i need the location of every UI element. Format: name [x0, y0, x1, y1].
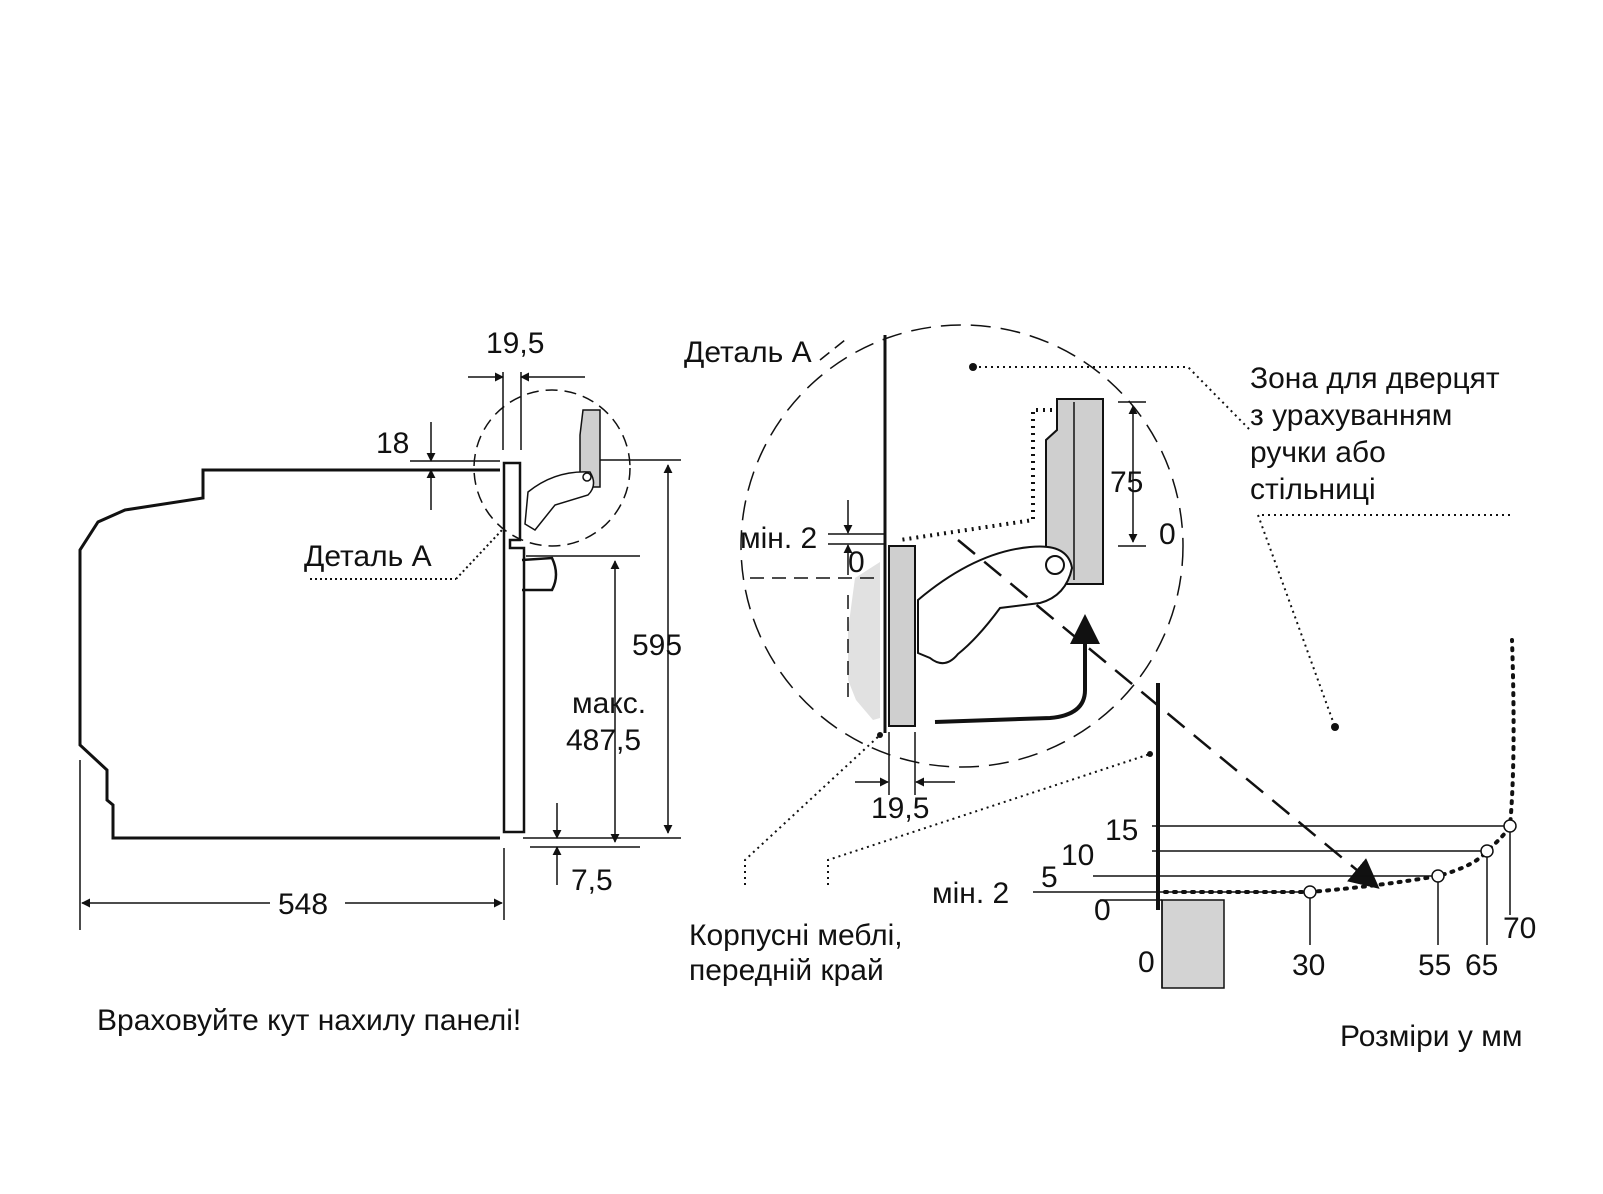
label-cabinet-line1: Корпусні меблі, — [689, 919, 903, 952]
worktop-block — [1161, 899, 1225, 989]
door-zone-callout: Зона для дверцят з урахуванням ручки або… — [969, 362, 1510, 731]
graph-x-label-30: 30 — [1292, 949, 1325, 982]
label-zero-detail-right: 0 — [1159, 518, 1176, 551]
oven-door — [502, 461, 526, 834]
label-door-zone-line1: Зона для дверцят — [1250, 362, 1500, 395]
opening-arrow — [934, 614, 1100, 724]
graph-y-label-0: 0 — [1094, 894, 1111, 927]
door-swing-outline — [899, 408, 1052, 542]
clearance-graph: 15 10 5 мін. 2 0 0 30 55 65 70 — [932, 638, 1536, 989]
label-detail-a-side: Деталь A — [304, 540, 432, 573]
detail-a-labels: Деталь A мін. 2 0 75 0 19,5 Корпусні меб… — [684, 336, 1176, 987]
label-487-5: 487,5 — [566, 724, 641, 757]
label-min-2-detail: мін. 2 — [740, 522, 817, 555]
graph-y-label-15: 15 — [1105, 814, 1138, 847]
oven-body-outline — [78, 468, 500, 840]
label-cabinet-line2: передній край — [689, 954, 884, 987]
label-door-zone-line3: ручки або — [1250, 436, 1386, 469]
label-19-5-bottom: 19,5 — [871, 792, 929, 825]
detail-a-circle — [740, 324, 1184, 768]
label-595: 595 — [632, 629, 682, 662]
footer-note: Враховуйте кут нахилу панелі! — [97, 1004, 521, 1037]
label-detail-a-title: Деталь A — [684, 336, 812, 369]
cabinet-shaded-area — [848, 562, 880, 720]
side-view — [78, 372, 681, 930]
graph-x-label-55: 55 — [1418, 949, 1451, 982]
label-18: 18 — [376, 427, 409, 460]
label-75: 75 — [1110, 466, 1143, 499]
side-view-labels: 19,5 18 Деталь A 595 макс. 487,5 7,5 548 — [278, 327, 682, 921]
label-max: макс. — [572, 687, 646, 720]
hinge-pivot — [1045, 555, 1065, 575]
detail-a-callout-small — [310, 389, 631, 580]
graph-y-label-min2: мін. 2 — [932, 877, 1009, 910]
graph-y-label-10: 10 — [1061, 839, 1094, 872]
footer: Враховуйте кут нахилу панелі! Розміри у … — [97, 1004, 1522, 1053]
mini-hinge-arm — [524, 471, 595, 531]
label-zero-detail: 0 — [848, 546, 865, 579]
graph-y-label-5: 5 — [1041, 861, 1058, 894]
side-view-dimensions — [81, 372, 673, 908]
label-door-zone-line4: стільниці — [1250, 473, 1376, 506]
label-548: 548 — [278, 888, 328, 921]
graph-x-label-0: 0 — [1138, 946, 1155, 979]
oven-handle — [521, 556, 558, 592]
door-swing-diagonal — [957, 539, 1380, 889]
label-19-5-top: 19,5 — [486, 327, 544, 360]
label-7-5: 7,5 — [571, 864, 613, 897]
hinge-arm — [917, 545, 1074, 665]
door-panel — [888, 545, 916, 727]
graph-x-label-65: 65 — [1465, 949, 1498, 982]
label-door-zone-line2: з урахуванням — [1250, 399, 1452, 432]
detail-a-view — [740, 324, 1380, 889]
graph-x-label-70: 70 — [1503, 912, 1536, 945]
clearance-curve — [1163, 638, 1516, 894]
footer-units: Розміри у мм — [1340, 1020, 1522, 1053]
